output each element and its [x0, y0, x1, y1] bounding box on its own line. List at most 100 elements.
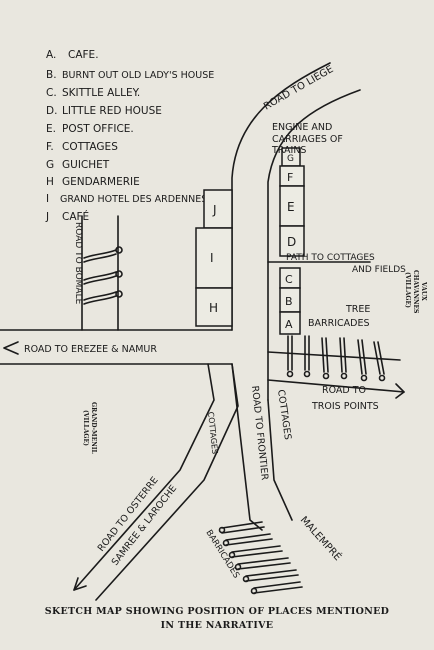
legend: A. CAFE. B. BURNT OUT OLD LADY'S HOUSE C… — [45, 49, 214, 223]
tree-barricade-4 — [339, 337, 347, 373]
frontier-barricade-3 — [231, 545, 283, 558]
legend-item-e: E. POST OFFICE. — [46, 123, 134, 135]
frontier-barricade-knot-6 — [250, 587, 258, 595]
label-road-trois-2: TROIS POINTS — [311, 401, 379, 412]
frontier-barricade-knot-1 — [218, 526, 226, 534]
building-label-c: C — [285, 273, 293, 286]
frontier-barricade-5 — [245, 569, 299, 582]
barricade-bomale-1 — [83, 249, 117, 259]
label-tree-barricades-2: BARRICADES — [308, 318, 370, 329]
legend-key: F. — [46, 141, 54, 153]
legend-key: B. — [46, 69, 57, 81]
building-label-f: F — [287, 171, 293, 184]
barricade-bomale-4 — [83, 275, 117, 285]
legend-text: GUICHET — [62, 159, 110, 171]
legend-key: G — [46, 159, 54, 171]
label-road-trois-1: ROAD TO — [322, 385, 366, 396]
legend-item-a: A. CAFE. — [46, 49, 99, 61]
legend-key: I — [46, 193, 49, 205]
barricade-bomale-knot-2 — [115, 270, 123, 278]
label-path-1: PATH TO COTTAGES — [286, 253, 375, 263]
legend-text: COTTAGES — [62, 141, 118, 153]
building-d — [279, 225, 305, 257]
tree-barricade-knot-2 — [303, 370, 311, 378]
label-path-2: AND FIELDS — [352, 265, 406, 275]
barricade-bomale-5 — [83, 291, 117, 301]
label-cottages-right: COTTAGES — [275, 389, 293, 441]
road-osterre-left-edge — [73, 363, 215, 591]
arrow-osterre-icon — [73, 577, 87, 591]
label-vaux-2: CHAVANNES — [412, 270, 419, 313]
tree-barricade-knot-6 — [378, 374, 386, 382]
tree-barricade-knot-3 — [322, 372, 330, 380]
legend-key: D. — [46, 105, 57, 117]
road-frontier-left-edge — [231, 363, 263, 531]
arrow-west-icon — [3, 341, 19, 355]
legend-item-f: F. COTTAGES — [46, 141, 118, 153]
legend-text: POST OFFICE. — [62, 123, 134, 135]
barricade-bomale-3 — [83, 271, 117, 281]
caption-line-1: SKETCH MAP SHOWING POSITION OF PLACES ME… — [44, 606, 390, 617]
legend-text: GENDARMERIE — [62, 176, 140, 188]
legend-key: A. — [46, 49, 56, 61]
legend-item-i: I GRAND HOTEL DES ARDENNES — [46, 193, 207, 205]
tree-barricade-3 — [321, 337, 329, 373]
label-road-erezee: ROAD TO EREZEE & NAMUR — [24, 344, 157, 355]
barricades-bomale — [83, 246, 123, 305]
legend-text: CAFE. — [68, 49, 99, 61]
tree-barricade-knot-5 — [360, 374, 368, 382]
barricade-bomale-6 — [83, 295, 117, 305]
legend-item-d: D. LITTLE RED HOUSE — [46, 105, 162, 117]
building-label-d: D — [287, 235, 296, 249]
arrows — [3, 341, 405, 591]
building-label-a: A — [285, 318, 293, 331]
building-label-g: G — [287, 154, 294, 164]
building-h — [195, 287, 233, 327]
frontier-barricade-knot-5 — [242, 575, 250, 583]
legend-item-b: B. BURNT OUT OLD LADY'S HOUSE — [46, 69, 214, 81]
legend-text: SKITTLE ALLEY. — [62, 87, 140, 99]
legend-key: C. — [46, 87, 57, 99]
frontier-barricade-2 — [225, 533, 273, 546]
road-frontier-right-edge — [267, 399, 293, 521]
barricade-bomale-knot-3 — [115, 290, 123, 298]
label-road-frontier: ROAD TO FRONTIER — [249, 385, 270, 481]
road-trois-points-bottom-edge — [267, 379, 405, 393]
arrow-trois-points-icon — [395, 383, 405, 399]
tree-barricade-knot-1 — [286, 370, 294, 378]
building-a — [279, 311, 301, 335]
label-tree-barricades-1: TREE — [345, 304, 370, 315]
building-label-h: H — [209, 301, 218, 315]
legend-key: H — [46, 176, 54, 188]
legend-item-g: G GUICHET — [46, 159, 110, 171]
road-trois-points-top-edge — [267, 351, 401, 361]
frontier-barricade-1 — [221, 521, 265, 534]
label-engine-3: TRAINS — [271, 145, 306, 156]
legend-text: GRAND HOTEL DES ARDENNES — [60, 194, 207, 205]
legend-text: BURNT OUT OLD LADY'S HOUSE — [62, 70, 214, 81]
building-label-i: I — [210, 251, 214, 265]
label-malempre: MALEMPRÉ — [298, 513, 345, 563]
buildings: J I H G F E D C B A — [195, 147, 305, 335]
building-label-j: J — [212, 203, 217, 217]
frontier-barricade-knot-2 — [222, 539, 230, 547]
label-vaux-1: VAUX — [420, 281, 427, 301]
frontier-barricade-knot-3 — [228, 551, 236, 559]
building-i — [195, 227, 233, 289]
roads — [0, 62, 405, 601]
road-liege-left-edge — [231, 62, 331, 331]
frontier-barricade-6 — [253, 581, 303, 594]
tree-barricade-1 — [287, 335, 293, 371]
legend-item-c: C. SKITTLE ALLEY. — [46, 87, 140, 99]
legend-key: J — [45, 211, 49, 223]
building-j — [203, 189, 233, 229]
label-cottages-left: COTTAGES — [206, 411, 219, 454]
frontier-barricade-4 — [237, 557, 291, 570]
label-grand-menil-1: GRAND-MENIL — [90, 402, 97, 455]
label-engine-2: CARRIAGES OF — [272, 134, 343, 145]
label-engine-1: ENGINE AND — [272, 122, 332, 133]
tree-barricades — [286, 335, 386, 382]
barricade-bomale-knot-1 — [115, 246, 123, 254]
label-barricades: BARRICADES — [203, 528, 241, 580]
